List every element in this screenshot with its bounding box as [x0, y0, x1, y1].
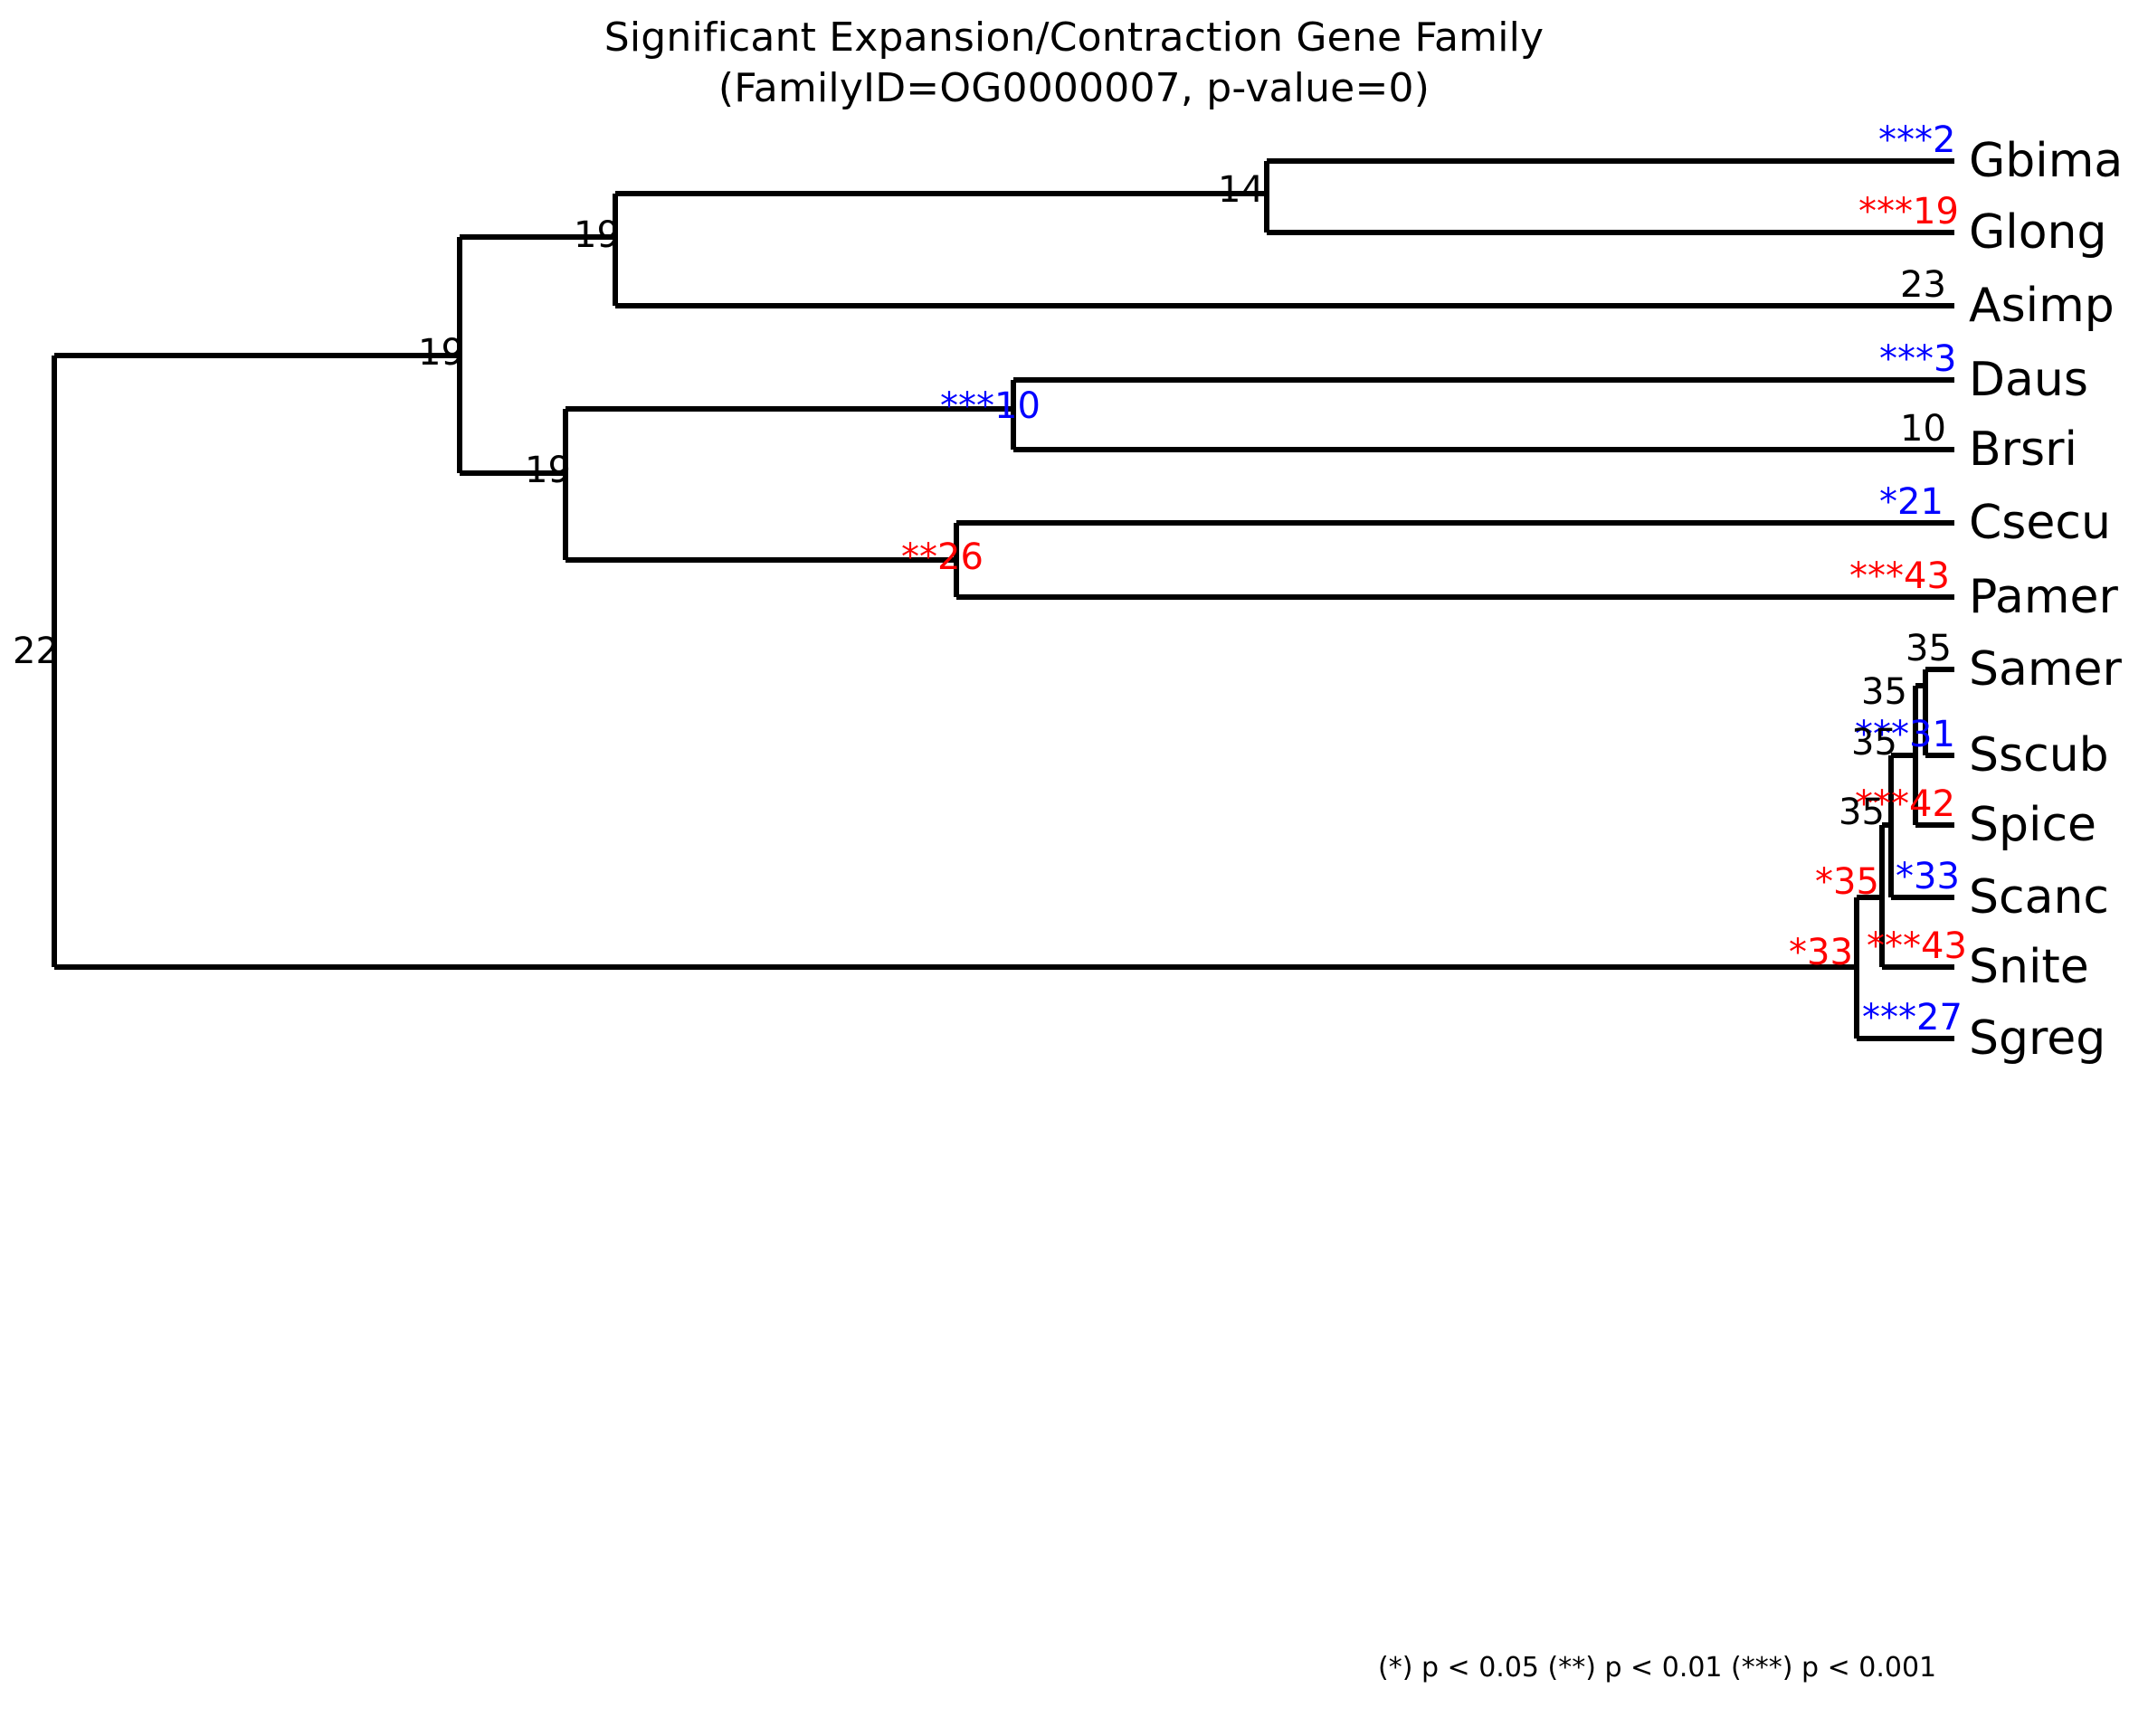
figure-title: Significant Expansion/Contraction Gene F… [0, 13, 2148, 115]
tip-count-pamer: 43 [1904, 555, 1950, 597]
node-annot-daus-pamer: 19 [525, 452, 571, 489]
tip-stars-sgreg: *** [1862, 997, 1916, 1039]
tip-label-glong: Glong [1969, 205, 2107, 260]
tip-count-sscub: 31 [1909, 714, 1955, 755]
tip-label-asimp: Asimp [1969, 279, 2115, 333]
node-stars-cp: ** [901, 536, 937, 578]
tip-stars-glong: *** [1858, 191, 1913, 232]
tip-count-spice: 42 [1909, 783, 1955, 825]
tip-stars-daus: *** [1879, 338, 1934, 380]
node-annot-gbima-glong-asimp: 19 [574, 217, 620, 253]
tip-stars-pamer: *** [1849, 555, 1904, 597]
tip-stars-csecu: * [1879, 481, 1897, 523]
node-annot-gbima-glong: 14 [1218, 172, 1264, 208]
tip-label-pamer: Pamer [1969, 570, 2118, 624]
node-annot-daus-brsri: ***10 [940, 388, 1041, 424]
tip-annot-csecu: *21 [1879, 484, 1944, 520]
tip-count-gbima: 2 [1933, 119, 1956, 161]
tip-annot-samer: 35 [1906, 631, 1952, 667]
node-count-samer-scanc: 35 [1839, 792, 1885, 833]
node-count-samer-sscub: 35 [1861, 671, 1907, 713]
tip-annot-sgreg: ***27 [1862, 1000, 1963, 1036]
tip-stars-spice: *** [1855, 783, 1909, 825]
tip-label-brsri: Brsri [1969, 422, 2077, 477]
tip-annot-brsri: 10 [1900, 411, 1946, 447]
node-count-samer-spice: 35 [1851, 722, 1897, 764]
node-stars-samer-sgreg: * [1789, 932, 1807, 973]
node-annot-root: 22 [13, 633, 59, 669]
tip-annot-asimp: 23 [1900, 267, 1946, 303]
tip-annot-spice: ***42 [1855, 786, 1955, 822]
tip-count-daus: 3 [1934, 338, 1957, 380]
tip-label-samer: Samer [1969, 642, 2122, 697]
tip-label-sscub: Sscub [1969, 728, 2109, 783]
significance-legend: (*) p < 0.05 (**) p < 0.01 (***) p < 0.0… [1378, 1652, 1937, 1684]
tip-count-sgreg: 27 [1916, 997, 1963, 1039]
node-annot-samer-sgreg: *33 [1789, 934, 1853, 971]
tip-count-asimp: 23 [1900, 264, 1946, 306]
title-line-1: Significant Expansion/Contraction Gene F… [604, 14, 1544, 61]
node-annot-samer-scanc: 35 [1839, 794, 1885, 830]
node-count-all-but-root: 19 [418, 332, 464, 374]
node-stars-samer-snite: * [1815, 861, 1833, 903]
tip-count-scanc: 33 [1914, 856, 1960, 897]
node-count-samer-sgreg: 33 [1807, 932, 1853, 973]
tip-annot-gbima: ***2 [1878, 122, 1955, 158]
node-annot-csecu-pamer: **26 [901, 539, 984, 575]
tip-stars-scanc: * [1896, 856, 1914, 897]
tip-stars-snite: *** [1867, 925, 1921, 967]
node-count-root: 22 [13, 631, 59, 672]
tip-annot-scanc: *33 [1896, 859, 1960, 895]
tip-count-samer: 35 [1906, 628, 1952, 669]
tip-label-daus: Daus [1969, 353, 2088, 407]
node-count-gl: 14 [1218, 169, 1264, 211]
node-count-dp: 19 [525, 450, 571, 491]
node-annot-all-but-root: 19 [418, 335, 464, 371]
node-stars-db: *** [940, 385, 994, 427]
tip-count-glong: 19 [1913, 191, 1959, 232]
tip-label-snite: Snite [1969, 940, 2089, 994]
node-count-samer-snite: 35 [1833, 861, 1879, 903]
tip-label-sgreg: Sgreg [1969, 1011, 2106, 1066]
tip-annot-sscub: ***31 [1855, 716, 1955, 753]
tip-annot-daus: ***3 [1879, 341, 1956, 377]
node-count-gga: 19 [574, 214, 620, 256]
tip-annot-glong: ***19 [1858, 194, 1959, 230]
tip-count-snite: 43 [1921, 925, 1967, 967]
tip-stars-sscub: *** [1855, 714, 1909, 755]
tip-annot-snite: ***43 [1867, 928, 1967, 964]
tip-stars-gbima: *** [1878, 119, 1933, 161]
node-count-db: 10 [994, 385, 1041, 427]
tip-label-scanc: Scanc [1969, 870, 2110, 925]
tip-label-spice: Spice [1969, 798, 2097, 852]
tip-annot-pamer: ***43 [1849, 558, 1950, 594]
node-count-cp: 26 [937, 536, 984, 578]
title-line-2: (FamilyID=OG0000007, p-value=0) [718, 65, 1430, 112]
node-annot-samer-sscub: 35 [1861, 674, 1907, 710]
tip-label-gbima: Gbima [1969, 134, 2124, 188]
tip-count-brsri: 10 [1900, 408, 1946, 450]
tip-label-csecu: Csecu [1969, 496, 2111, 550]
node-annot-samer-spice: 35 [1851, 725, 1897, 761]
node-annot-samer-snite: *35 [1815, 864, 1879, 900]
tip-count-csecu: 21 [1897, 481, 1944, 523]
